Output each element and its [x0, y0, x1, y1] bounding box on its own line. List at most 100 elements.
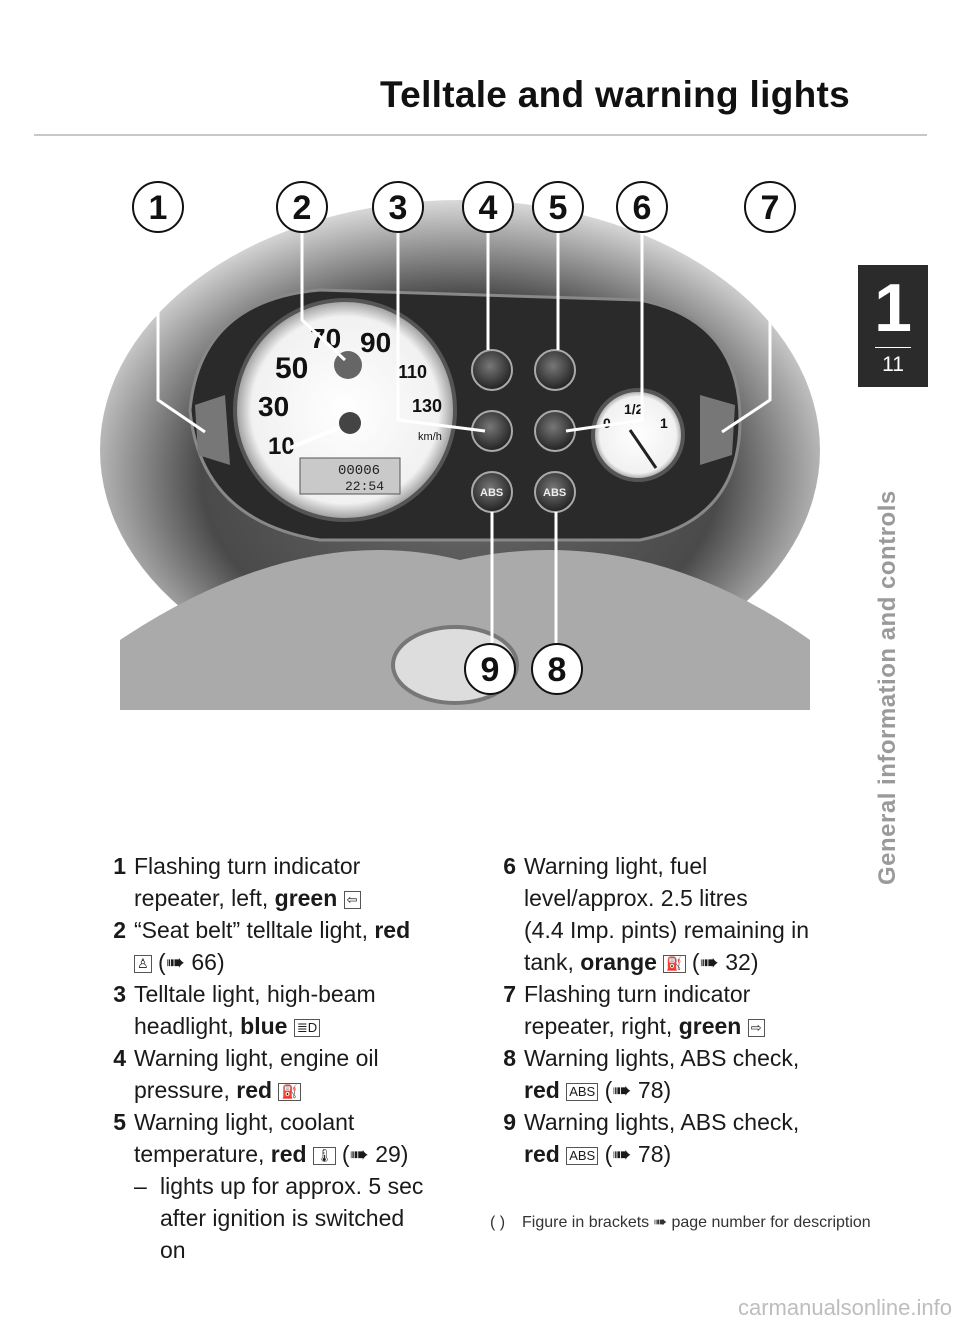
legend-color: orange [580, 949, 657, 975]
odometer-reading: 00006 [338, 463, 380, 479]
leader-2 [300, 232, 347, 362]
speed-tick-70: 70 [310, 323, 341, 354]
turn-right-icon: ⇨ [747, 1019, 765, 1037]
abs-icon: ABS [566, 1083, 599, 1101]
footnote-text: Figure in brackets ➠ page number for des… [522, 1214, 871, 1231]
svg-text:3: 3 [389, 189, 408, 227]
legend-text: Warning light, engine oil [134, 1045, 379, 1071]
legend-text: on [160, 1237, 186, 1263]
legend-color: green [274, 885, 338, 911]
legend-color: green [678, 1013, 742, 1039]
legend-text: Flashing turn indicator [524, 981, 751, 1007]
lcd-display [299, 457, 401, 495]
chapter-divider [875, 347, 911, 348]
legend-text: pressure, [134, 1077, 237, 1103]
callout-7: 7 [744, 181, 796, 233]
footnote: ( ) Figure in brackets ➠ page number for… [490, 1207, 892, 1238]
legend-num: 4 [113, 1045, 126, 1071]
callout-3: 3 [372, 181, 424, 233]
leader-3 [396, 232, 486, 433]
legend-num: 8 [503, 1045, 516, 1071]
page-title: Telltale and warning lights [380, 74, 850, 115]
fuel-needle [628, 429, 658, 469]
thermometer-icon: 🌡 [312, 1147, 336, 1165]
legend-num: 2 [113, 917, 126, 943]
callout-1: 1 [132, 181, 184, 233]
watermark: carmanualsonline.info [737, 1295, 952, 1320]
leader-1 [156, 232, 206, 434]
legend-item: 5 Warning light, coolant temperature, re… [100, 1106, 470, 1170]
footnote-paren: ( ) [490, 1214, 506, 1231]
legend-text: level/approx. 2.5 litres [524, 885, 748, 911]
fuel-gauge-dial [591, 388, 685, 482]
legend-color: red [524, 1077, 560, 1103]
callout-2: 2 [276, 181, 328, 233]
legend-color: blue [240, 1013, 288, 1039]
speed-tick-110: 110 [398, 362, 427, 382]
legend-text: temperature, [134, 1141, 271, 1167]
legend-ref: (➠ 78) [604, 1077, 672, 1103]
legend-color: red [374, 917, 411, 943]
legend-item: 4 Warning light, engine oil pressure, re… [100, 1042, 470, 1106]
legend-ref: (➠ 32) [691, 949, 759, 975]
turn-left-icon: ⇦ [343, 891, 361, 909]
legend-text: repeater, left, [134, 885, 275, 911]
legend-ref: (➠ 29) [341, 1141, 409, 1167]
speed-tick-50: 50 [275, 352, 308, 385]
leader-6 [565, 232, 644, 433]
legend-item: 6 Warning light, fuel level/approx. 2.5 … [490, 850, 860, 978]
needle-hub [339, 412, 361, 434]
leader-7 [721, 232, 772, 434]
chapter-number: 1 [874, 270, 912, 346]
legend-text: (4.4 Imp. pints) remaining in [524, 917, 810, 943]
page-number: 11 [882, 353, 904, 376]
fuel-tick-full: 1 [660, 415, 668, 431]
svg-text:7: 7 [761, 189, 780, 227]
legend-item: 9 Warning lights, ABS check, red ABS (➠ … [490, 1106, 860, 1170]
callout-8: 8 [531, 643, 583, 695]
legend-item: 8 Warning lights, ABS check, red ABS (➠ … [490, 1042, 860, 1106]
svg-text:1: 1 [149, 189, 168, 227]
svg-text:2: 2 [293, 189, 312, 227]
legend-text: after ignition is switched [160, 1205, 405, 1231]
abs-text-right: ABS [543, 487, 566, 499]
legend-text: Warning light, fuel [524, 853, 708, 879]
title-rule [34, 134, 927, 136]
legend-item: 1 Flashing turn indicator repeater, left… [100, 850, 470, 914]
legend-num: 3 [113, 981, 126, 1007]
turn-indicator-right [700, 395, 735, 465]
legend-num: 6 [503, 853, 516, 879]
chapter-side-label: General information and controls [874, 490, 901, 885]
callout-6: 6 [616, 181, 668, 233]
legend-color: red [524, 1141, 560, 1167]
legend-text: headlight, [134, 1013, 241, 1039]
svg-text:9: 9 [481, 651, 500, 689]
lamp-coolant [534, 349, 576, 391]
legend-text: Warning lights, ABS check, [524, 1109, 800, 1135]
fuel-pump-icon: ⛽ [663, 955, 686, 973]
legend-text: Warning light, coolant [134, 1109, 355, 1135]
abs-text-left: ABS [480, 487, 503, 499]
legend-text: lights up for approx. 5 sec [160, 1173, 424, 1199]
legend-text: Telltale light, high-beam [134, 981, 376, 1007]
speed-unit: km/h [418, 431, 442, 443]
legend-color: red [270, 1141, 307, 1167]
legend-ref: (➠ 78) [604, 1141, 672, 1167]
legend-num: 7 [503, 981, 516, 1007]
callout-4: 4 [462, 181, 514, 233]
legend-num: 5 [113, 1109, 126, 1135]
lamp-oil [471, 349, 513, 391]
legend-subnote: – lights up for approx. 5 sec after igni… [100, 1170, 470, 1266]
callout-9: 9 [464, 643, 516, 695]
legend-num: 9 [503, 1109, 516, 1135]
svg-text:5: 5 [549, 189, 568, 227]
legend-ref: (➠ 66) [158, 949, 225, 975]
legend-left-column: 1 Flashing turn indicator repeater, left… [100, 850, 470, 1266]
legend-item: 7 Flashing turn indicator repeater, righ… [490, 978, 860, 1042]
turn-indicator-left [195, 395, 230, 465]
seat-belt-icon: ♙ [134, 955, 152, 973]
abs-icon: ABS [566, 1147, 599, 1165]
legend-num: 1 [113, 853, 126, 879]
legend-text: tank, [524, 949, 581, 975]
legend-text: “Seat belt” telltale light, [134, 917, 375, 943]
